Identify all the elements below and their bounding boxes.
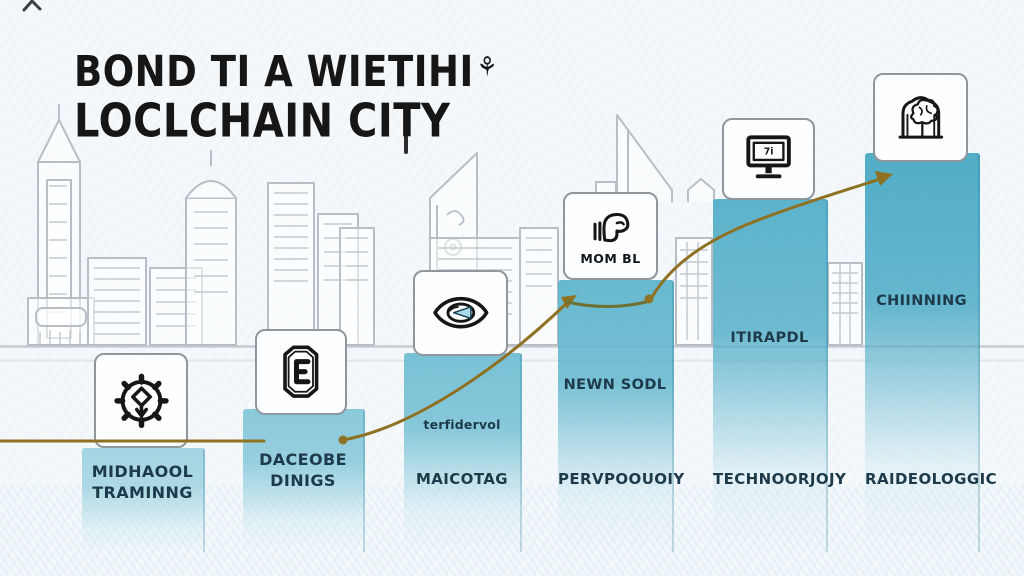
- icon-box-monitor: 7i: [722, 118, 815, 200]
- bar-category-label: TECHNOORJOJY: [713, 470, 847, 488]
- brain-arch-icon: [898, 95, 943, 139]
- icon-box-eye: [413, 270, 508, 356]
- monitor-icon: 7i: [746, 135, 791, 179]
- icon-caption: MOM BL: [580, 251, 641, 267]
- icon-box-brain-arch: [873, 73, 968, 162]
- eye-icon: [432, 297, 489, 329]
- gear-icon: [113, 373, 169, 428]
- title-line-2: LOCLCHAIN CITY: [74, 95, 451, 149]
- boxing-glove-icon: [593, 212, 629, 242]
- icon-box-boxing-glove: MOM BL: [563, 192, 658, 280]
- bar: [82, 448, 205, 552]
- bar-inline-text: NEWN SODL: [563, 377, 667, 393]
- title-line-1: BOND TI A WIETIHI⚘: [74, 46, 498, 97]
- bar-inline-text: ITIRAPDL: [730, 330, 809, 346]
- icon-box-shield-e: [255, 329, 347, 415]
- bar-category-label: RAIDEOLOGGIC: [865, 470, 997, 488]
- bar: [865, 153, 980, 552]
- flower-glyph-icon: ⚘: [476, 52, 498, 83]
- monitor-screen-text: 7i: [764, 146, 774, 157]
- bar: [558, 280, 674, 552]
- bar-category-label: MAICOTAG: [415, 470, 509, 488]
- page-title: BOND TI A WIETIHI⚘ LOCLCHAIN CITY: [74, 46, 498, 149]
- bar-category-label: PERVPOOUOIY: [558, 470, 685, 488]
- bar-inline-text: CHIINNING: [876, 293, 967, 309]
- icon-box-gear: [94, 353, 188, 448]
- shield-e-icon: [283, 345, 319, 399]
- corner-sketch-mark: [22, 0, 42, 12]
